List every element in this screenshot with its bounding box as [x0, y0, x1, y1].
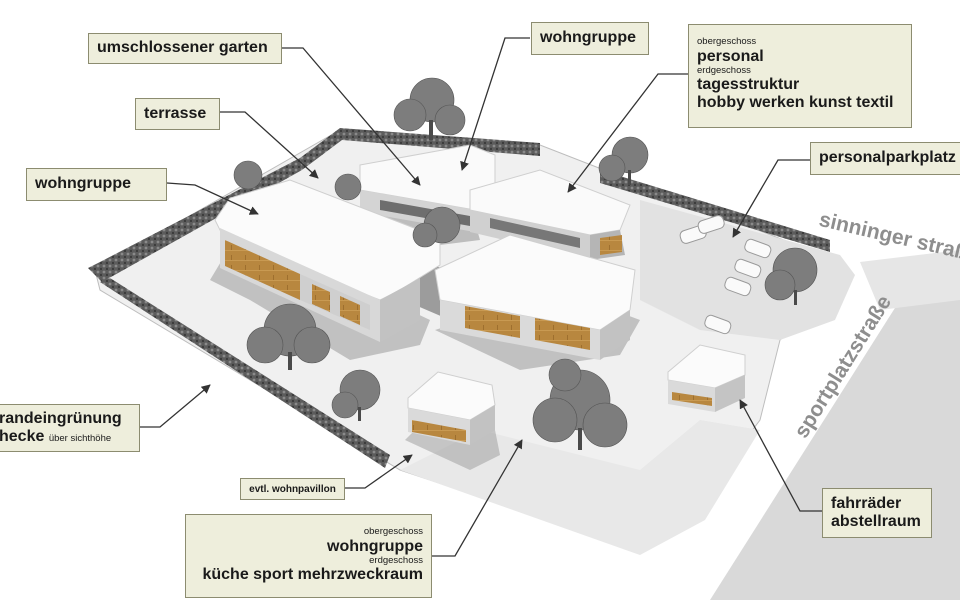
randbegruenung-line2: hecke — [0, 427, 45, 445]
label-wohngruppe-west: wohngruppe — [26, 168, 167, 201]
label-personalparkplatz: personalparkplatz — [810, 142, 960, 175]
parked-cars — [679, 215, 772, 335]
label-wohngruppe-west-text: wohngruppe — [35, 175, 131, 192]
admin-og-title: personal — [697, 47, 764, 65]
south-eg-caption: erdgeschoss — [369, 554, 423, 566]
label-south-building: obergeschoss wohngruppe erdgeschoss küch… — [185, 514, 432, 598]
fahrraeder-line1: fahrräder — [831, 495, 902, 512]
building-bike-storage — [667, 344, 746, 412]
admin-og-caption: obergeschoss — [697, 36, 757, 47]
building-east — [434, 234, 636, 360]
admin-eg-caption: erdgeschoss — [697, 64, 751, 76]
south-eg-title: küche sport mehrzweckraum — [202, 566, 423, 584]
street-corner — [860, 250, 960, 310]
admin-eg-detail: hobby werken kunst textil — [697, 94, 894, 112]
label-randbegruenung: randeingrünung hecke über sichthöhe — [0, 404, 140, 452]
building-admin — [469, 169, 631, 260]
randbegruenung-line2-small: über sichthöhe — [48, 432, 112, 444]
label-terrasse: terrasse — [135, 98, 220, 130]
fahrraeder-line2: abstellraum — [831, 512, 921, 530]
label-wohngruppe-north: wohngruppe — [531, 22, 649, 55]
label-admin-building: obergeschoss personal erdgeschoss tagess… — [688, 24, 912, 128]
admin-eg-title: tagesstruktur — [697, 76, 800, 94]
label-terrasse-text: terrasse — [144, 105, 207, 122]
south-og-caption: obergeschoss — [363, 526, 423, 537]
building-pavillon — [407, 371, 496, 445]
building-west-wohngruppe — [214, 179, 441, 342]
south-og-title: wohngruppe — [327, 537, 423, 555]
label-umschlossener-garten: umschlossener garten — [88, 33, 282, 64]
label-fahrraeder: fahrräder abstellraum — [822, 488, 932, 538]
label-wohngruppe-north-text: wohngruppe — [540, 29, 636, 46]
label-wohnpavillon: evtl. wohnpavillon — [240, 478, 345, 500]
leader-lines — [140, 37, 822, 557]
trees — [233, 77, 818, 448]
label-umschlossener-garten-text: umschlossener garten — [97, 39, 268, 56]
randbegruenung-line1: randeingrünung — [0, 410, 122, 427]
label-wohnpavillon-text: evtl. wohnpavillon — [249, 484, 336, 495]
label-personalparkplatz-text: personalparkplatz — [819, 149, 956, 166]
hedge-north — [300, 128, 540, 170]
hedge-southwest — [100, 278, 390, 468]
hedge-northeast — [600, 170, 830, 252]
